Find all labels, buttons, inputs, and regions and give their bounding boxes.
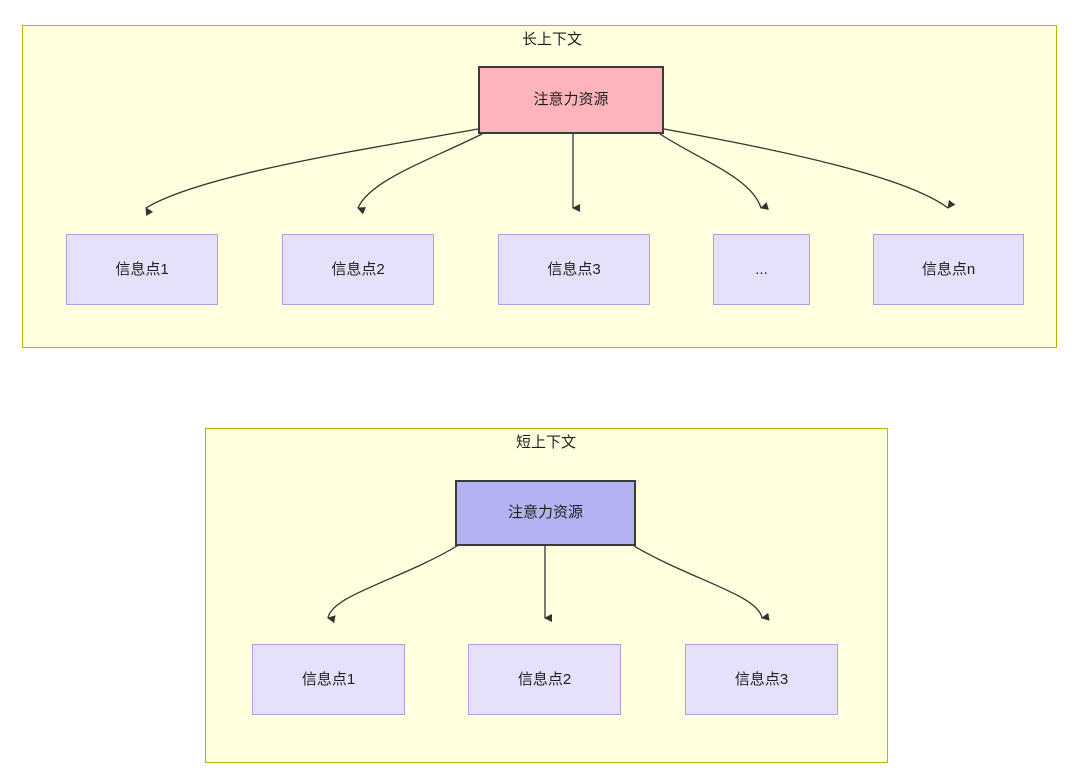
node-long-leaf-3[interactable]: 信息点3 (498, 234, 650, 305)
panel-short-context-title: 短上下文 (515, 434, 577, 451)
node-label: 信息点2 (331, 260, 385, 278)
node-label: 注意力资源 (533, 91, 609, 108)
node-long-leaf-1[interactable]: 信息点1 (66, 234, 218, 305)
node-short-leaf-3[interactable]: 信息点3 (685, 644, 838, 715)
node-long-attention-resource[interactable]: 注意力资源 (478, 66, 664, 134)
node-short-attention-resource[interactable]: 注意力资源 (455, 480, 636, 546)
node-long-leaf-n[interactable]: 信息点n (873, 234, 1024, 305)
node-label: 信息点1 (301, 670, 356, 688)
node-label: 注意力资源 (507, 504, 583, 521)
node-label: 信息点n (921, 260, 976, 278)
node-label: 信息点3 (547, 260, 601, 278)
node-long-leaf-2[interactable]: 信息点2 (282, 234, 434, 305)
node-label: 信息点3 (734, 670, 789, 688)
node-label: 信息点1 (115, 260, 169, 278)
panel-long-context-title: 长上下文 (521, 31, 583, 48)
node-short-leaf-1[interactable]: 信息点1 (252, 644, 405, 715)
node-label: 信息点2 (517, 670, 572, 688)
node-short-leaf-2[interactable]: 信息点2 (468, 644, 621, 715)
node-long-leaf-ellipsis[interactable]: ... (713, 234, 810, 305)
node-label: ... (755, 260, 768, 278)
